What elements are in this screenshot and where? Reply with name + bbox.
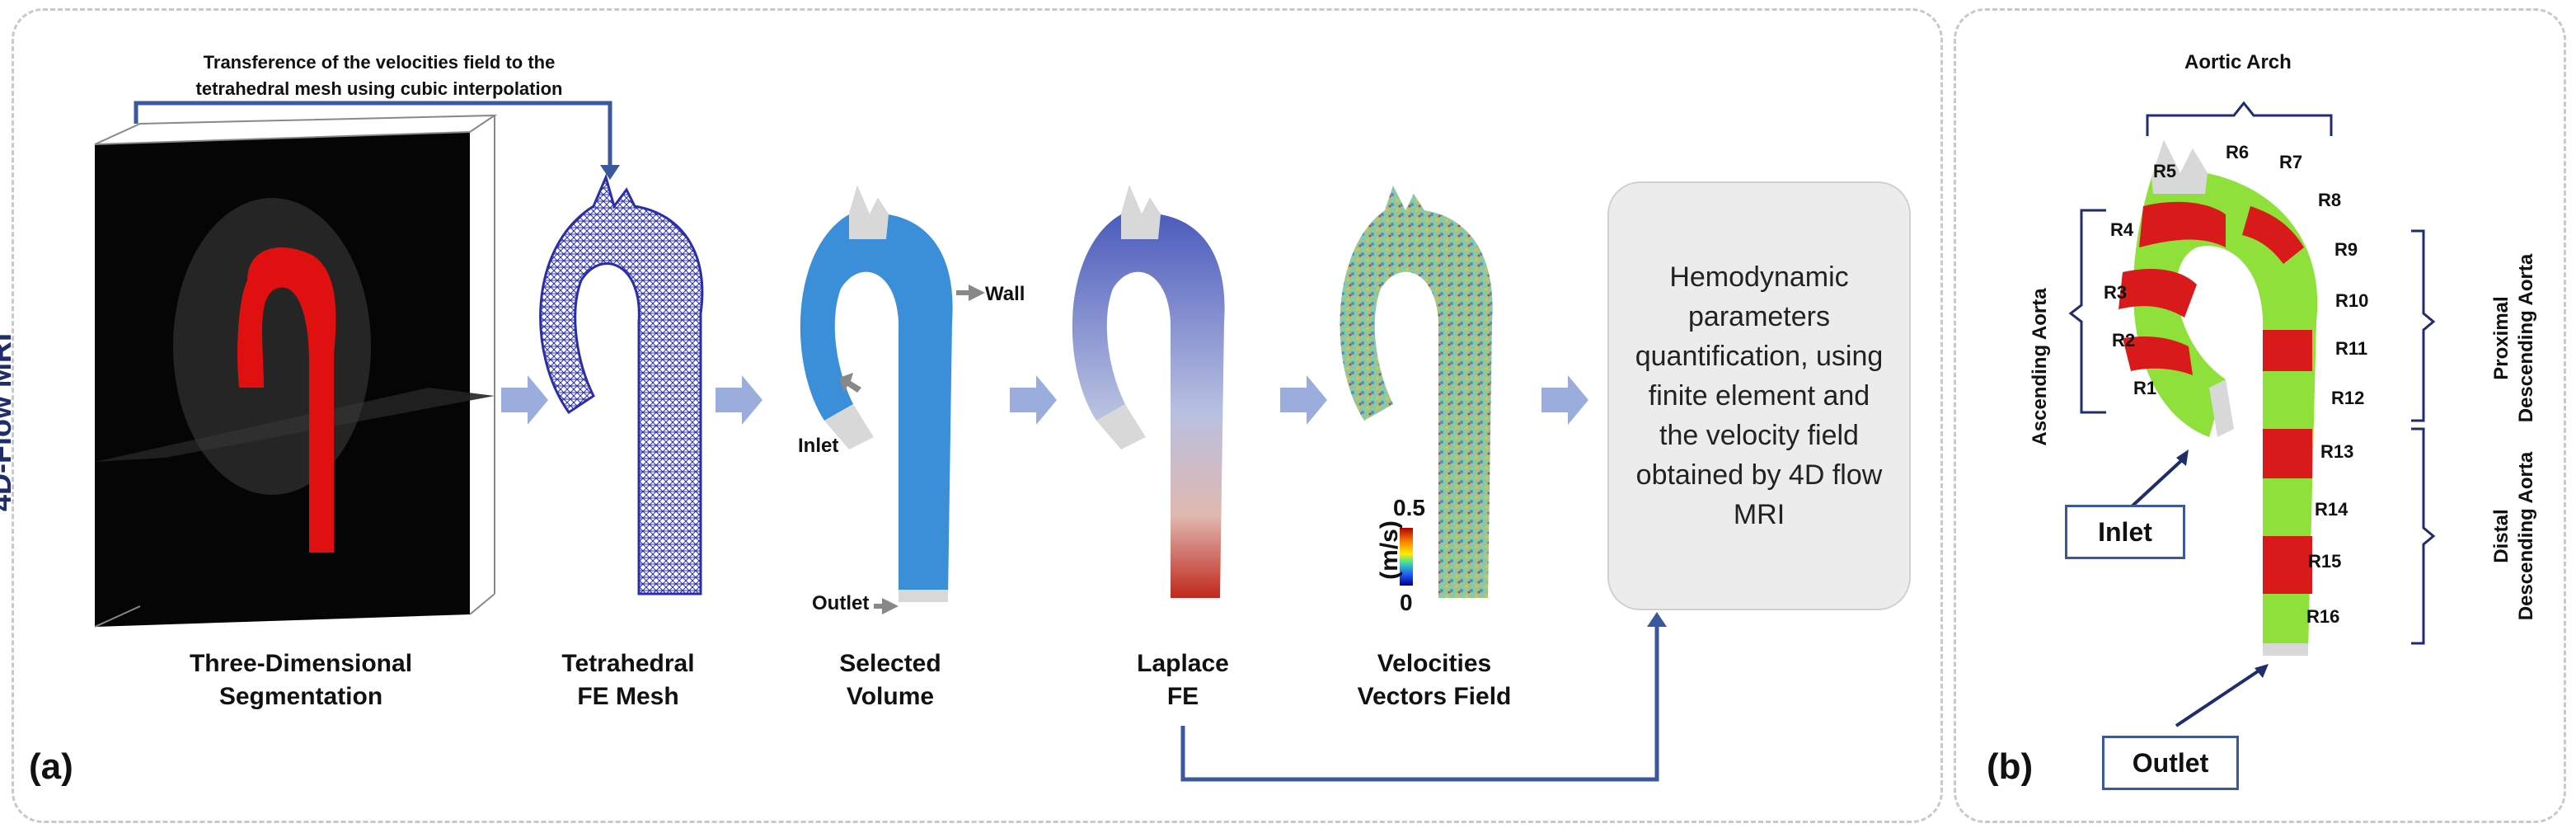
velocity-field-aorta xyxy=(1340,186,1493,598)
feedback-arrow xyxy=(1180,623,1659,782)
tetrahedral-mesh-aorta xyxy=(539,173,704,595)
result-box: Hemodynamic parameters quantification, u… xyxy=(1607,181,1911,610)
colorbar-min: 0 xyxy=(1400,590,1413,615)
step-laplace-fe: Laplace FE xyxy=(1051,647,1315,713)
step-selected-volume: Selected Volume xyxy=(758,647,1022,713)
result-text: Hemodynamic parameters quantification, u… xyxy=(1635,261,1884,530)
region-r4: R4 xyxy=(2110,219,2134,240)
aortic-arch-label: Aortic Arch xyxy=(2184,51,2292,73)
region-r1: R1 xyxy=(2133,378,2157,398)
distal-descending-label: Distal Descending Aorta xyxy=(2489,445,2539,627)
step-subtitle: FE xyxy=(1166,683,1199,710)
panel-a xyxy=(12,8,1943,823)
outlet-box-label: Outlet xyxy=(2132,747,2209,778)
mri-volume xyxy=(94,114,498,628)
panel-b-letter: (b) xyxy=(1987,746,2034,787)
step-title: Velocities xyxy=(1377,650,1492,677)
ascending-aorta-label: Ascending Aorta xyxy=(2029,288,2051,446)
step-tetrahedral-mesh: Tetrahedral FE Mesh xyxy=(496,647,760,713)
region-r16: R16 xyxy=(2306,606,2340,627)
region-r10: R10 xyxy=(2335,290,2369,311)
region-r2: R2 xyxy=(2112,330,2136,351)
region-r9: R9 xyxy=(2334,239,2358,260)
transfer-arrow xyxy=(134,101,612,169)
flow-chevrons xyxy=(501,375,1588,425)
distal-line1: Distal xyxy=(2490,509,2513,563)
panel-b xyxy=(1954,8,2566,823)
outlet-box: Outlet xyxy=(2102,736,2239,790)
region-r3: R3 xyxy=(2104,282,2128,303)
step-subtitle: Vectors Field xyxy=(1357,683,1512,710)
proximal-descending-label: Proximal Descending Aorta xyxy=(2489,247,2539,429)
segmented-aorta xyxy=(237,247,336,553)
transfer-note-line1: Transference of the velocities field to … xyxy=(203,52,556,73)
region-r7: R7 xyxy=(2279,152,2303,172)
proximal-line2: Descending Aorta xyxy=(2515,253,2537,423)
step-subtitle: FE Mesh xyxy=(577,683,679,710)
region-r8: R8 xyxy=(2318,190,2342,210)
outlet-label: Outlet xyxy=(812,592,870,614)
region-r5: R5 xyxy=(2153,161,2177,181)
velocity-colorbar xyxy=(1400,528,1413,586)
step-subtitle: Segmentation xyxy=(218,683,383,710)
segmented-region-aorta xyxy=(2119,140,2318,656)
inlet-box: Inlet xyxy=(2065,505,2185,559)
proximal-line1: Proximal xyxy=(2490,296,2513,380)
step-title: Selected xyxy=(839,650,941,677)
step-title: Three-Dimensional xyxy=(189,650,413,677)
region-r11: R11 xyxy=(2335,338,2368,359)
step-title: Tetrahedral xyxy=(561,650,695,677)
selected-volume-aorta xyxy=(800,186,953,598)
region-r13: R13 xyxy=(2320,441,2354,462)
region-r14: R14 xyxy=(2315,499,2348,520)
panel-a-letter: (a) xyxy=(29,746,73,787)
inlet-box-label: Inlet xyxy=(2098,516,2152,547)
region-r6: R6 xyxy=(2226,142,2250,162)
region-r15: R15 xyxy=(2308,551,2342,572)
mri-label: 4D-Flow MRI xyxy=(0,333,17,511)
region-r12: R12 xyxy=(2331,388,2365,408)
region-brackets xyxy=(2068,101,2436,645)
colorbar-unit: (m/s) xyxy=(1375,520,1403,580)
step-segmentation: Three-Dimensional Segmentation xyxy=(169,647,433,713)
transfer-note-line2: tetrahedral mesh using cubic interpolati… xyxy=(195,78,563,99)
inlet-label: Inlet xyxy=(798,435,839,457)
step-subtitle: Volume xyxy=(846,683,935,710)
pointer-arrows xyxy=(839,285,985,614)
step-title: Laplace xyxy=(1137,650,1229,677)
wall-label: Wall xyxy=(985,283,1025,305)
transfer-note: Transference of the velocities field to … xyxy=(165,49,594,102)
step-velocities-field: Velocities Vectors Field xyxy=(1302,647,1566,713)
laplace-fe-aorta xyxy=(1072,186,1225,598)
distal-line2: Descending Aorta xyxy=(2515,451,2537,621)
colorbar-max: 0.5 xyxy=(1393,495,1425,520)
